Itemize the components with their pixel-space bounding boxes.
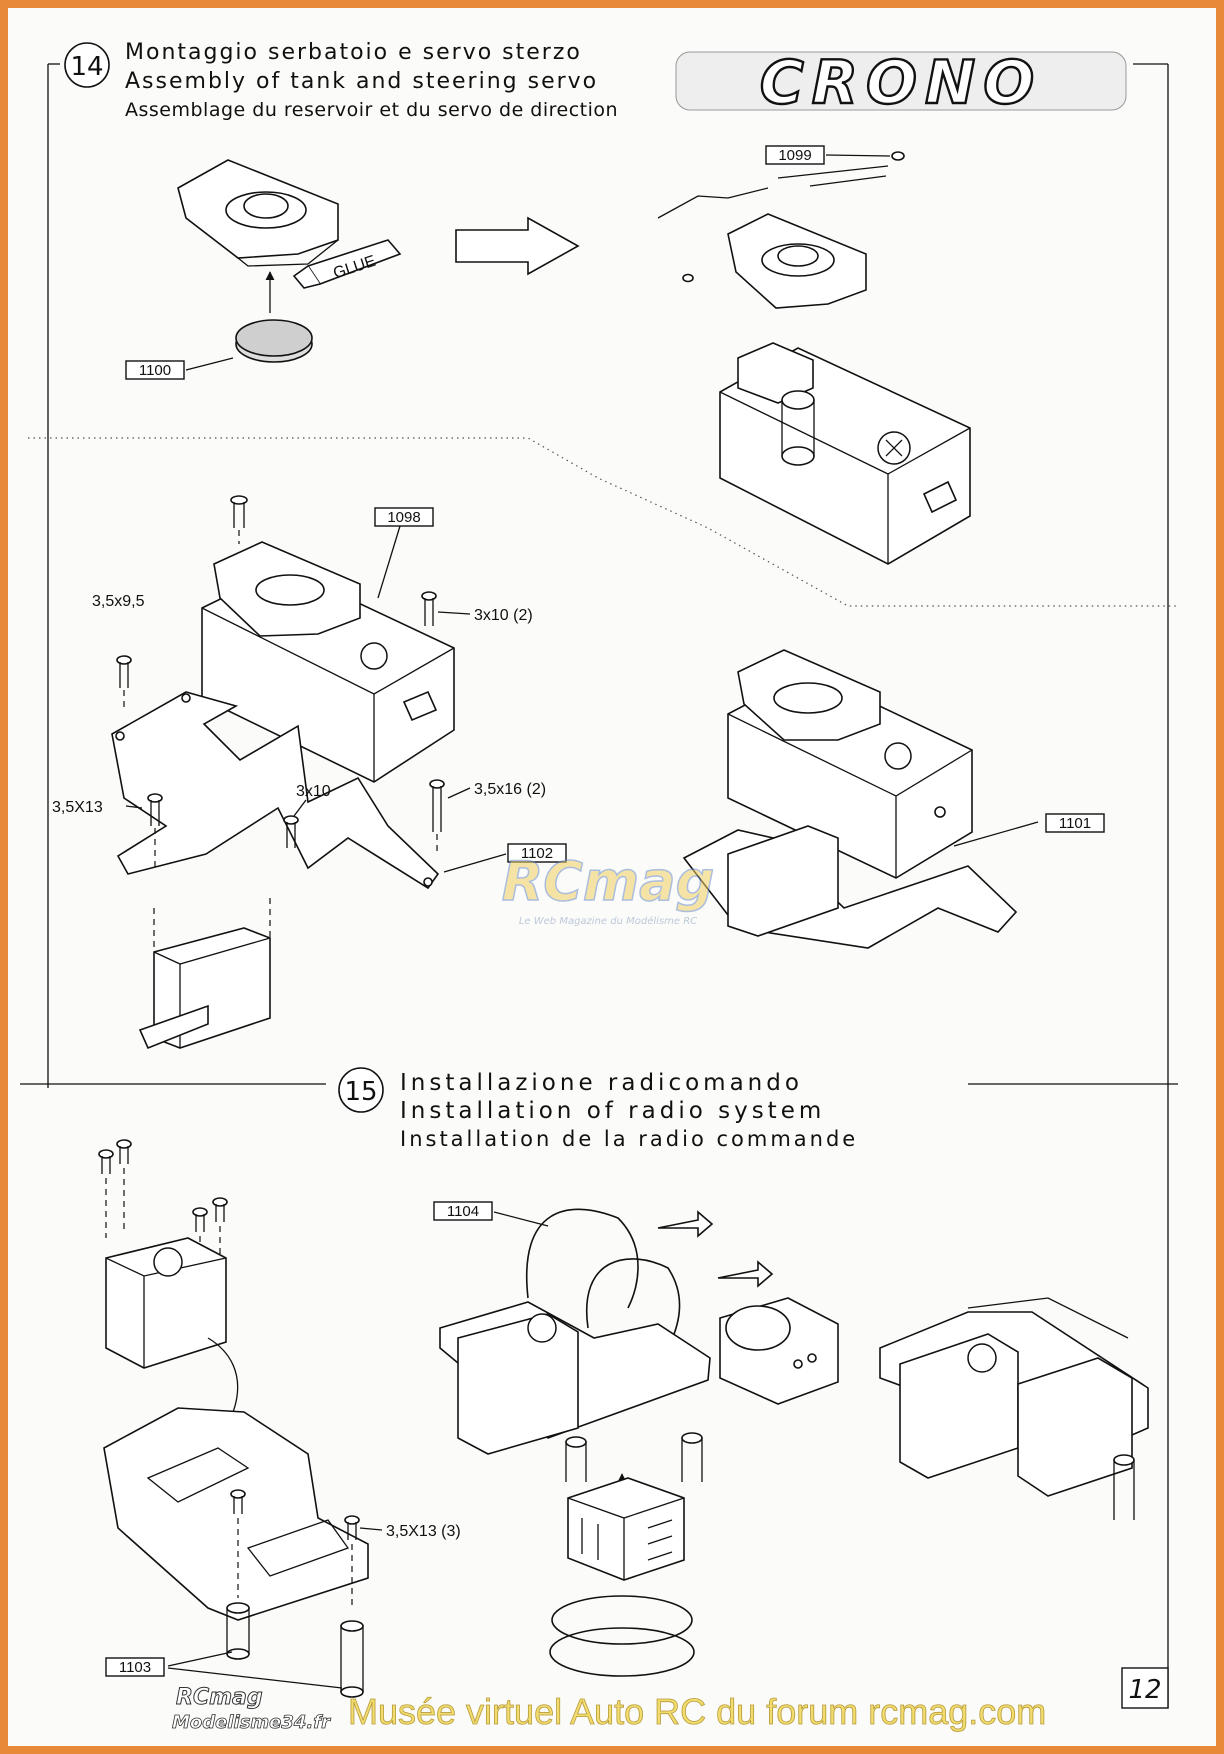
strap-arrow-2 [717, 1260, 774, 1288]
page-number: 12 [1128, 1675, 1161, 1705]
screw-3x10-2-label: 3x10 (2) [474, 607, 533, 624]
screw-top [230, 495, 248, 528]
part-1102-tag: 1102 [507, 843, 567, 863]
leader-1101 [953, 821, 1039, 847]
crono-logo-text: CRONO [760, 48, 1042, 118]
receiver [567, 1477, 685, 1581]
screw-3.5x9.5 [116, 655, 132, 688]
page-number-box: 12 [1121, 1667, 1169, 1709]
screw-3.5x13-label: 3,5X13 [52, 799, 103, 816]
final-radio-assembly [879, 1297, 1149, 1520]
part-1098-tag: 1098 [374, 507, 434, 527]
svg-text:1101: 1101 [1059, 815, 1091, 832]
manual-page: 14 Montaggio serbatoio e servo sterzo As… [8, 8, 1216, 1746]
washer [891, 151, 905, 161]
svg-text:RCmag: RCmag [502, 850, 715, 913]
step-14-title-fr: Assemblage du reservoir et du servo de d… [125, 99, 618, 121]
svg-text:1098: 1098 [387, 509, 420, 526]
leader-1100 [185, 357, 234, 371]
svg-text:Le Web Magazine du Modélisme R: Le Web Magazine du Modélisme RC [519, 915, 697, 927]
battery-pack [719, 1297, 839, 1405]
step-arrow [455, 216, 580, 276]
step-14-title-en: Assembly of tank and steering servo [125, 69, 598, 94]
svg-text:1102: 1102 [521, 845, 553, 862]
throttle-servo [105, 1237, 227, 1369]
screw-3.5x13 [147, 793, 163, 826]
leader-1099 [825, 154, 891, 157]
part-1101-tag: 1101 [1045, 813, 1105, 833]
radio-plate [103, 1407, 369, 1621]
spring [657, 187, 769, 219]
screw-3.5x13-3-label: 3,5X13 (3) [386, 1523, 461, 1540]
screw-3x10-label: 3x10 [296, 783, 331, 800]
fuel-tank-1098 [201, 541, 455, 783]
part-1103-tag: 1103 [105, 1657, 165, 1677]
footer-watermark: RCmag Modelisme34.fr Musée virtuel Auto … [172, 1685, 1047, 1734]
step-14-header: 14 Montaggio serbatoio e servo sterzo As… [64, 40, 618, 121]
fuel-filter-disc [235, 319, 313, 363]
hinge-pin [777, 165, 889, 187]
leader-1098 [377, 525, 401, 599]
fuel-tank-cutaway [719, 342, 971, 565]
leader-1102 [443, 853, 507, 873]
svg-text:1099: 1099 [778, 147, 811, 164]
screw-3.5x9.5-label: 3,5x9,5 [92, 593, 145, 610]
step-15-title-en: Installation of radio system [400, 1098, 825, 1124]
svg-text:1103: 1103 [119, 1659, 151, 1676]
rubber-straps-1104 [525, 1208, 681, 1349]
leader-1104 [493, 1211, 549, 1227]
servo-screws [98, 1139, 228, 1232]
svg-text:1100: 1100 [139, 362, 171, 379]
step-15-title-fr: Installation de la radio commande [400, 1127, 858, 1151]
crono-logo: CRONO [675, 47, 1127, 119]
step-14-title-it: Montaggio serbatoio e servo sterzo [125, 40, 582, 65]
screw-3.5x16-label: 3,5x16 (2) [474, 781, 546, 798]
step-15-header: 15 Installazione radicomando Installatio… [338, 1067, 858, 1151]
chassis-plate-1102 [111, 691, 440, 890]
svg-text:1104: 1104 [447, 1203, 479, 1220]
screw-3x10-a [421, 591, 437, 626]
footer-logo-bottom: Modelisme34.fr [172, 1712, 331, 1733]
step-14-circle [64, 42, 110, 88]
part-1100-tag: 1100 [125, 360, 185, 380]
step-14-number: 14 [70, 52, 103, 82]
part-1099-tag: 1099 [765, 145, 825, 165]
steering-servo [138, 927, 271, 1050]
radio-assembly [439, 1301, 711, 1482]
screw-3x10-b [283, 815, 299, 848]
instruction-drawing: 14 Montaggio serbatoio e servo sterzo As… [20, 40, 1178, 1734]
footer-text: Musée virtuel Auto RC du forum rcmag.com [348, 1691, 1046, 1732]
rubber-bands [549, 1595, 695, 1677]
strap-arrow-1 [657, 1210, 714, 1238]
footer-logo-top: RCmag [176, 1685, 263, 1710]
step-15-number: 15 [344, 1077, 377, 1107]
part-1104-tag: 1104 [433, 1201, 493, 1221]
tank-cap-assembled [682, 213, 867, 309]
step-15-title-it: Installazione radicomando [400, 1070, 803, 1096]
rcmag-watermark: RCmag Le Web Magazine du Modélisme RC [501, 849, 715, 927]
tank-cap-drawing [177, 159, 339, 267]
assembled-tank-servo [682, 649, 1018, 949]
standoffs-1103 [226, 1602, 364, 1698]
leader-1103 [167, 1651, 343, 1689]
step-15-circle [338, 1067, 384, 1113]
screw-3.5x16 [429, 779, 445, 832]
plate-screws [230, 1489, 360, 1540]
dotted-separator [28, 437, 1178, 607]
